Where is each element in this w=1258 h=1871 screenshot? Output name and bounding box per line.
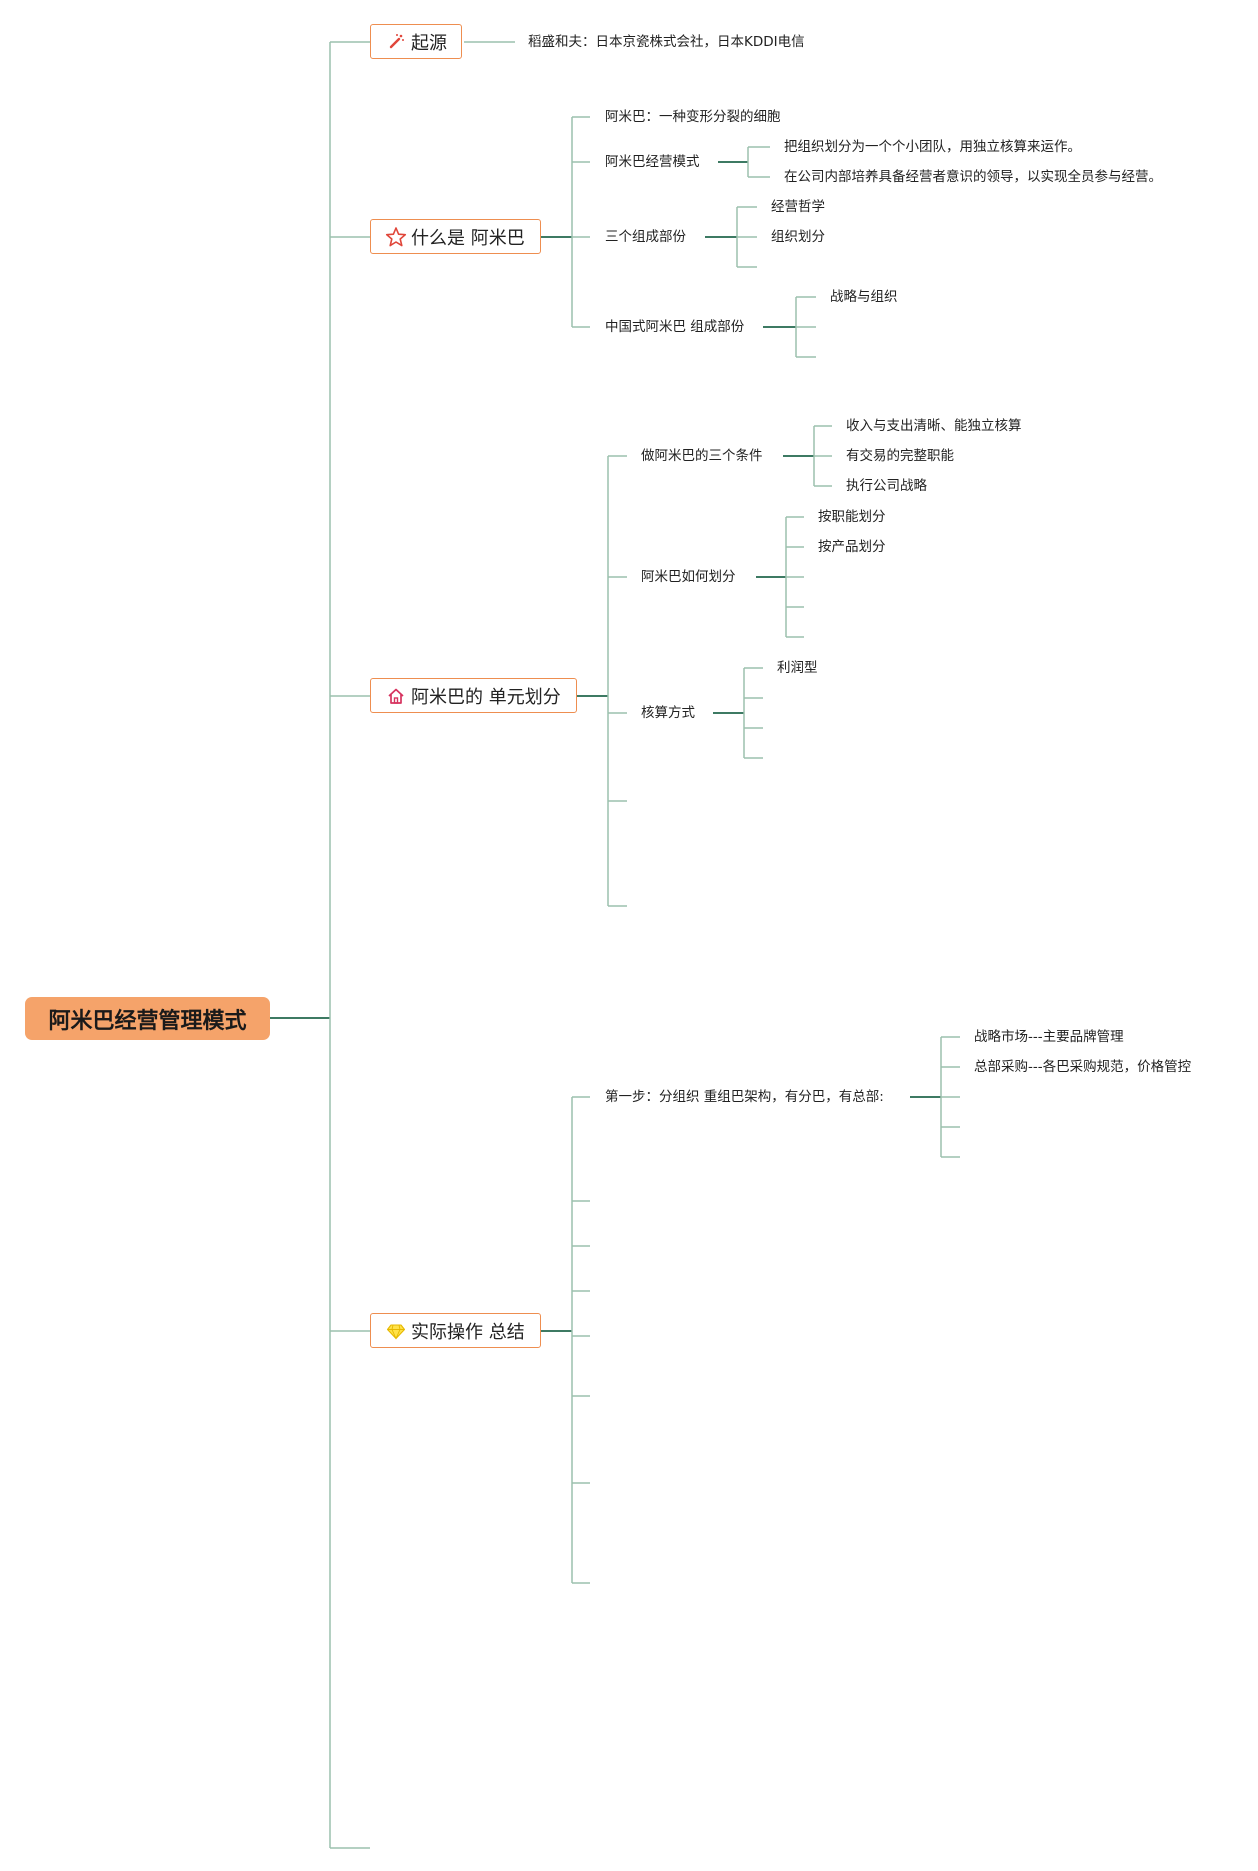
topic-origin-label: 起源: [411, 32, 447, 54]
topic-what-label: 什么是 阿米巴: [411, 227, 525, 249]
step1-label[interactable]: 第一步：分组织 重组巴架构，有分巴，有总部:: [605, 1089, 884, 1105]
accounting-label[interactable]: 核算方式: [641, 705, 695, 721]
origin-detail[interactable]: 稻盛和夫：日本京瓷株式会社，日本KDDI电信: [528, 34, 805, 50]
star-icon: [385, 226, 407, 248]
topic-unit-label: 阿米巴的 单元划分: [411, 686, 561, 708]
three-parts-label[interactable]: 三个组成部份: [605, 229, 686, 245]
three-parts-child-2[interactable]: 组织划分: [771, 229, 825, 245]
topic-practice-summary[interactable]: 实际操作 总结: [370, 1313, 541, 1348]
conditions-child-2[interactable]: 有交易的完整职能: [846, 448, 954, 464]
china-parts-child-1[interactable]: 战略与组织: [830, 289, 898, 305]
root-topic[interactable]: 阿米巴经营管理模式: [25, 997, 270, 1040]
divide-label[interactable]: 阿米巴如何划分: [641, 569, 736, 585]
step1-child-2[interactable]: 总部采购---各巴采购规范，价格管控: [974, 1059, 1192, 1075]
topic-practice-label: 实际操作 总结: [411, 1321, 525, 1343]
conditions-label[interactable]: 做阿米巴的三个条件: [641, 448, 763, 464]
china-parts-label[interactable]: 中国式阿米巴 组成部份: [605, 319, 745, 335]
divide-child-2[interactable]: 按产品划分: [818, 539, 886, 555]
conditions-child-1[interactable]: 收入与支出清晰、能独立核算: [846, 418, 1022, 434]
conditions-child-3[interactable]: 执行公司战略: [846, 478, 927, 494]
step1-child-1[interactable]: 战略市场---主要品牌管理: [974, 1029, 1124, 1045]
cell-definition[interactable]: 阿米巴：一种变形分裂的细胞: [605, 109, 781, 125]
topic-unit-division[interactable]: 阿米巴的 单元划分: [370, 678, 577, 713]
mode-child-2[interactable]: 在公司内部培养具备经营者意识的领导，以实现全员参与经营。: [784, 169, 1162, 185]
wand-icon: [385, 31, 407, 53]
accounting-child-1[interactable]: 利润型: [777, 660, 818, 676]
mode-label[interactable]: 阿米巴经营模式: [605, 154, 700, 170]
three-parts-child-1[interactable]: 经营哲学: [771, 199, 825, 215]
mode-child-1[interactable]: 把组织划分为一个个小团队，用独立核算来运作。: [784, 139, 1081, 155]
home-icon: [385, 685, 407, 707]
topic-what-is-amoeba[interactable]: 什么是 阿米巴: [370, 219, 541, 254]
topic-origin[interactable]: 起源: [370, 24, 462, 59]
gem-icon: [385, 1320, 407, 1342]
divide-child-1[interactable]: 按职能划分: [818, 509, 886, 525]
